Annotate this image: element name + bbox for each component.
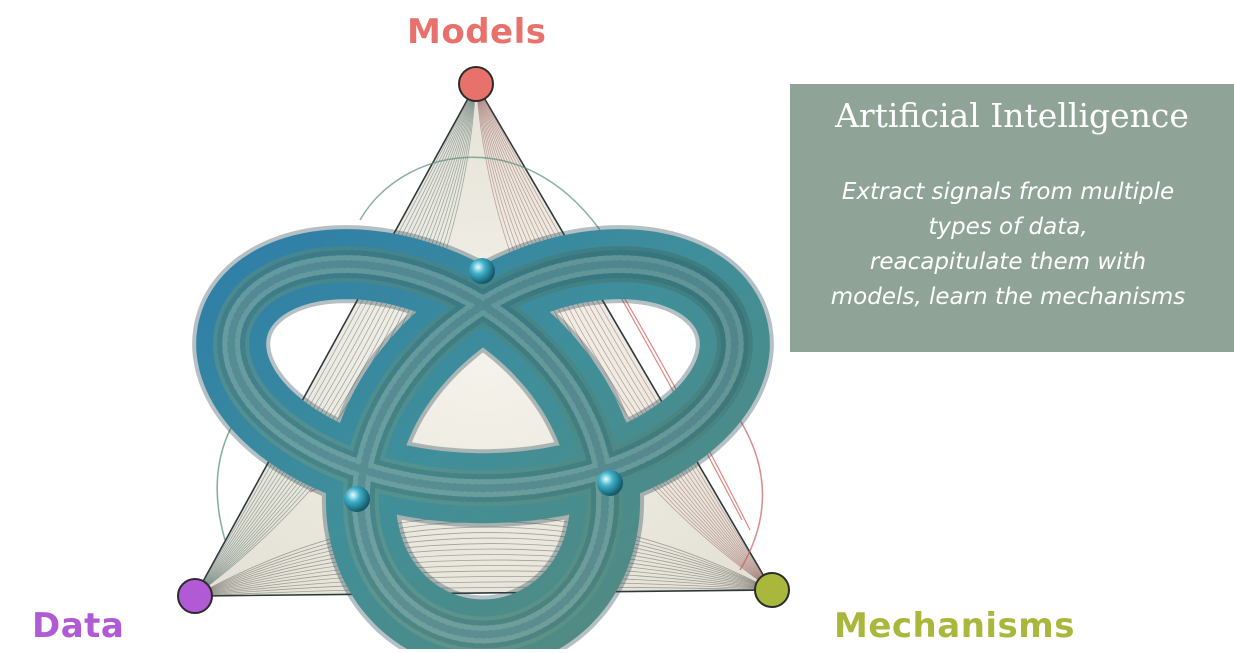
contour-line xyxy=(475,83,773,591)
mechanisms-node xyxy=(754,572,790,608)
trefoil-knot xyxy=(192,225,774,653)
contour-line xyxy=(194,586,773,597)
knot-sphere-right xyxy=(597,470,623,496)
models-label: Models xyxy=(407,12,547,52)
ai-card-line-2: types of data, xyxy=(928,214,1088,240)
contour-line xyxy=(194,532,773,597)
contour-line xyxy=(194,570,773,597)
knot-stripe xyxy=(217,250,749,649)
ai-card-line-3: reacapitulate them with xyxy=(869,249,1147,275)
contour-line xyxy=(194,83,477,597)
ai-card-description: Extract signals from multiple types of d… xyxy=(790,175,1234,315)
contour-line xyxy=(194,543,773,597)
contour-line xyxy=(194,83,477,597)
contour-line xyxy=(194,83,477,597)
contour-line xyxy=(475,83,773,591)
contour-line xyxy=(194,581,773,597)
ai-card-title: Artificial Intelligence xyxy=(835,96,1189,135)
contour-line xyxy=(194,548,773,597)
ai-card-line-1: Extract signals from multiple xyxy=(841,179,1175,205)
contour-line xyxy=(475,83,773,591)
knot-stripe xyxy=(227,260,739,639)
contour-line xyxy=(194,559,773,597)
contour-line xyxy=(194,565,773,597)
knot-sphere-left xyxy=(344,486,370,512)
contour-line xyxy=(475,83,773,591)
contour-line xyxy=(194,554,773,597)
knot-stripe xyxy=(222,255,744,644)
contour-line xyxy=(475,83,773,591)
contour-line xyxy=(194,83,477,597)
contour-line xyxy=(194,83,477,597)
contour-line xyxy=(194,83,477,597)
contour-line xyxy=(475,83,773,591)
ai-info-card: Artificial Intelligence Extract signals … xyxy=(790,84,1234,352)
contour-line xyxy=(194,83,477,597)
contour-line xyxy=(194,83,477,597)
ai-card-line-4: models, learn the mechanisms xyxy=(830,284,1186,310)
data-node xyxy=(177,578,213,614)
contour-line xyxy=(194,537,773,597)
models-node xyxy=(458,66,494,102)
contour-line xyxy=(194,526,773,597)
knot-sphere-top xyxy=(469,258,495,284)
contour-line xyxy=(194,576,773,597)
contour-line xyxy=(475,83,773,591)
mechanisms-label: Mechanisms xyxy=(834,606,1075,646)
data-label: Data xyxy=(32,606,125,646)
